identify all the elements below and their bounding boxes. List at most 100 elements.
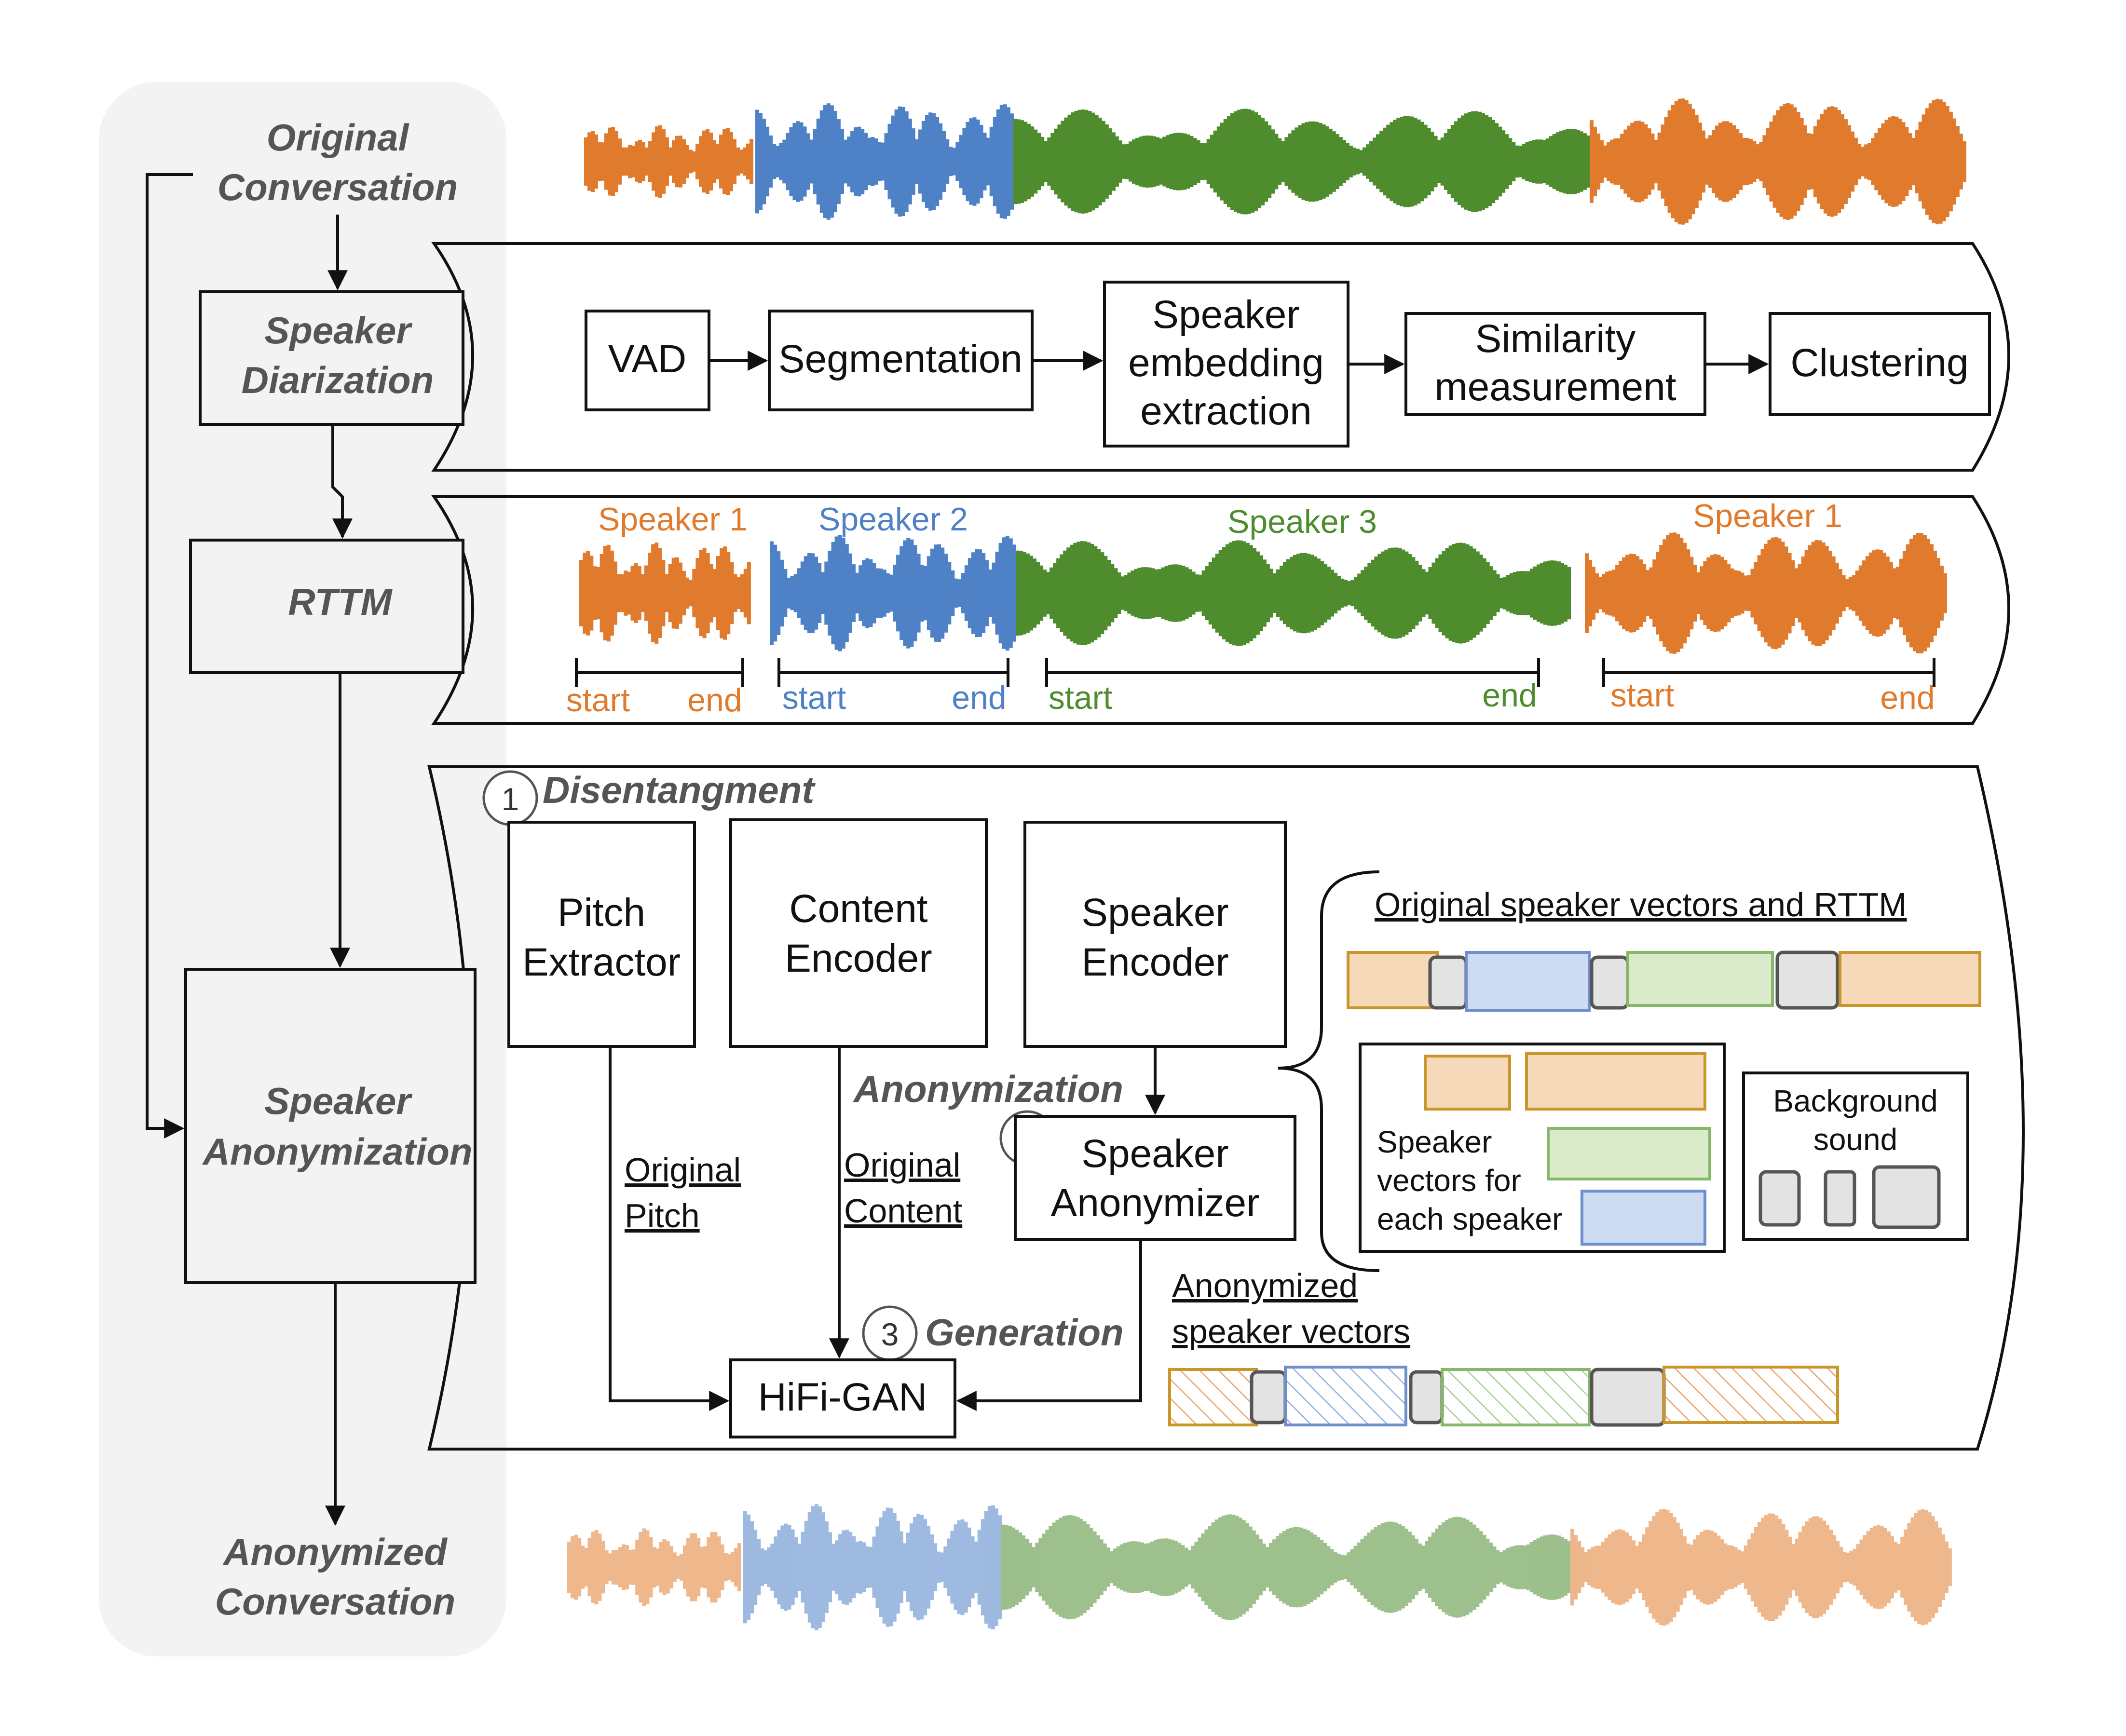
rttm-end-2: end — [952, 679, 1006, 716]
speaker-anonymization-box — [184, 968, 477, 1284]
anonymized-vector-strip — [1168, 1366, 1839, 1427]
clustering-label: Clustering — [1790, 341, 1968, 385]
speaker-anonymizer-box — [1014, 1115, 1296, 1241]
arrow-icon — [146, 173, 193, 1139]
original-vector-strip — [1347, 950, 1981, 1012]
diarization-banner — [431, 242, 2010, 472]
speaker-vector-green — [1547, 1127, 1711, 1180]
rttm-start-2: start — [782, 679, 846, 716]
diarization-steps: VAD Segmentation Speaker embedding extra… — [585, 281, 1991, 448]
content-encoder-label-1: Content — [789, 887, 927, 931]
speaker-encoder-label-2: Encoder — [1081, 940, 1228, 984]
speaker-vector-orange-1 — [1424, 1055, 1511, 1111]
similarity-label-1: Similarity — [1475, 317, 1636, 361]
anonymized-vectors-label-2: speaker vectors — [1172, 1313, 1410, 1350]
arrow-icon — [331, 424, 353, 539]
hifigan-label: HiFi-GAN — [758, 1375, 927, 1419]
anonymization-stage-label: Anonymization — [853, 1068, 1123, 1110]
speaker-anonymizer-label-1: Speaker — [1081, 1132, 1228, 1176]
similarity-label-2: measurement — [1434, 365, 1676, 409]
speaker-vectors-label-3: each speaker — [1377, 1202, 1562, 1236]
audio-waveform-icon — [1016, 540, 1571, 646]
background-label-1: Background — [1773, 1084, 1938, 1118]
audio-waveform-icon — [755, 103, 1014, 220]
pitch-extractor-box — [507, 821, 696, 1048]
segmentation-box — [768, 310, 1034, 411]
hifigan-box — [729, 1358, 956, 1438]
content-encoder-box — [729, 818, 988, 1048]
anonymization-module: 1 Disentangment Pitch Extractor Content … — [482, 769, 1981, 1438]
speaker-anonymization-label: Speaker — [264, 1080, 412, 1122]
rttm-brackets — [575, 658, 1935, 687]
rttm-waveform — [579, 532, 1947, 654]
anonymized-vectors-label-1: Anonymized — [1172, 1267, 1358, 1304]
speaker-embedding-label-2: embedding — [1128, 341, 1324, 385]
speaker-anonymization-label-2: Anonymization — [202, 1130, 473, 1173]
audio-waveform-icon — [567, 1528, 741, 1606]
rttm-end-4: end — [1880, 679, 1935, 716]
rttm-end-1: end — [687, 682, 742, 719]
audio-waveform-icon — [584, 125, 753, 198]
generation-stage-label: Generation — [925, 1311, 1124, 1354]
rttm-speaker-label-2: Speaker 2 — [818, 501, 968, 538]
rttm-banner — [431, 495, 2010, 725]
original-pitch-label-2: Pitch — [625, 1197, 700, 1234]
vectors-title: Original speaker vectors and RTTM — [1375, 886, 1907, 923]
rttm-annotations: Speaker 1 Speaker 2 Speaker 3 Speaker 1 … — [566, 498, 1935, 719]
original-content-label-2: Content — [844, 1192, 962, 1230]
rttm-box — [189, 539, 464, 674]
rttm-speaker-label-1: Speaker 1 — [598, 501, 748, 538]
speaker-anonymizer-label-2: Anonymizer — [1051, 1181, 1260, 1225]
audio-waveform-icon — [1570, 1509, 1952, 1626]
original-content-label-1: Original — [844, 1146, 960, 1184]
stage-1-number: 1 — [502, 781, 519, 817]
rttm-speaker-label-3: Speaker 3 — [1227, 503, 1377, 540]
rttm-label: RTTM — [288, 581, 393, 623]
background-vector-1 — [1758, 1170, 1801, 1227]
disentanglement-label: Disentangment — [543, 769, 816, 811]
original-conversation-waveform — [584, 98, 1966, 225]
speaker-vectors-label-2: vectors for — [1377, 1163, 1521, 1198]
background-label-2: sound — [1813, 1122, 1897, 1157]
rttm-start-3: start — [1049, 679, 1112, 716]
curly-brace — [1278, 870, 1380, 1272]
audio-waveform-icon — [770, 535, 1016, 651]
content-encoder-label-2: Encoder — [785, 936, 932, 980]
background-vector-2 — [1824, 1170, 1856, 1227]
audio-waveform-icon — [743, 1504, 1002, 1630]
audio-waveform-icon — [1590, 98, 1966, 225]
anonymized-conversation-label: Anonymized — [222, 1531, 448, 1573]
speaker-vector-blue — [1581, 1190, 1706, 1246]
original-pitch-label-1: Original — [625, 1151, 741, 1189]
clustering-box — [1769, 312, 1991, 416]
anonymized-conversation-label-2: Conversation — [215, 1580, 455, 1623]
speaker-embedding-label-3: extraction — [1140, 389, 1312, 433]
audio-waveform-icon — [1585, 532, 1947, 654]
background-vector-3 — [1872, 1165, 1941, 1229]
audio-waveform-icon — [1013, 108, 1590, 215]
rttm-end-3: end — [1482, 677, 1537, 714]
original-conversation-label: Original — [267, 116, 409, 159]
vad-label: VAD — [608, 337, 687, 381]
sidebar-arrows — [146, 173, 353, 1526]
segmentation-label: Segmentation — [778, 337, 1022, 381]
speaker-diarization-label-2: Diarization — [242, 359, 434, 401]
audio-waveform-icon — [1001, 1514, 1571, 1620]
speaker-encoder-box — [1023, 821, 1287, 1048]
arrow-icon — [956, 1239, 1142, 1411]
arrow-icon — [609, 1046, 730, 1411]
anonymized-conversation-waveform — [567, 1504, 1952, 1630]
audio-waveform-icon — [579, 542, 751, 644]
speaker-diarization-label: Speaker — [264, 309, 412, 352]
original-conversation-label-2: Conversation — [218, 166, 458, 208]
rttm-start-1: start — [566, 682, 630, 719]
speaker-vector-orange-2 — [1525, 1052, 1706, 1111]
speaker-vectors-label-1: Speaker — [1377, 1125, 1492, 1159]
speaker-embedding-label-1: Speaker — [1152, 293, 1299, 337]
stage-3-number: 3 — [881, 1316, 899, 1352]
rttm-start-4: start — [1610, 677, 1674, 714]
speaker-diarization-box — [199, 290, 464, 426]
pitch-extractor-label-2: Extractor — [522, 940, 681, 984]
